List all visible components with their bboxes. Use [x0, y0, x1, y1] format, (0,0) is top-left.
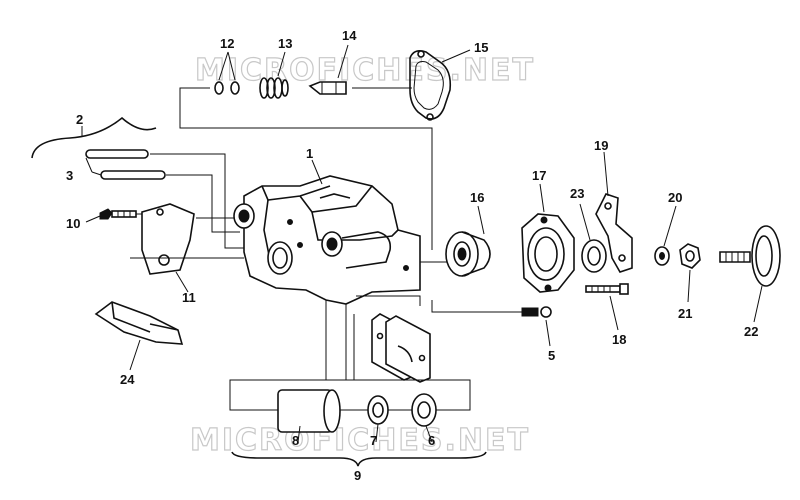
callout-10: 10 — [66, 216, 80, 231]
part-2-bracket — [31, 116, 157, 159]
part-21-nut — [679, 243, 701, 303]
part-14-plunger — [308, 44, 349, 95]
watermark-top: MICROFICHES.NET — [195, 53, 535, 88]
part-16-piston — [445, 205, 491, 277]
callout-7: 7 — [370, 433, 377, 448]
callout-19: 19 — [594, 138, 608, 153]
callout-5: 5 — [548, 348, 555, 363]
callout-21: 21 — [678, 306, 692, 321]
lower-assembly-guides — [229, 295, 471, 411]
part-6-boot — [411, 393, 437, 443]
part-11-plate — [141, 203, 236, 293]
callout-20: 20 — [668, 190, 682, 205]
callout-18: 18 — [612, 332, 626, 347]
callout-8: 8 — [292, 433, 299, 448]
part-24-clip — [94, 301, 184, 371]
callout-15: 15 — [474, 40, 488, 55]
part-3-pins — [85, 149, 244, 249]
callout-14: 14 — [342, 28, 357, 43]
callout-12: 12 — [220, 36, 234, 51]
part-13-spring — [259, 51, 289, 99]
callout-3: 3 — [66, 168, 73, 183]
part-15-gasket — [409, 49, 471, 121]
part-5-bleeder — [431, 300, 552, 347]
part-20-washer — [654, 205, 677, 266]
top-assembly-guide — [179, 87, 433, 250]
part-18-screw — [585, 283, 629, 331]
part-1-caliper-body — [233, 159, 421, 305]
callout-22: 22 — [744, 324, 758, 339]
part-10-bolt — [85, 208, 150, 223]
callout-17: 17 — [532, 168, 546, 183]
callout-16: 16 — [470, 190, 484, 205]
callout-6: 6 — [428, 433, 435, 448]
part-23-ring — [579, 203, 607, 273]
part-8-piston — [277, 389, 341, 443]
part-9-bracket — [231, 451, 487, 467]
watermark-bottom: MICROFICHES.NET — [190, 423, 530, 458]
brake-pads — [371, 313, 431, 383]
callout-labels: 1 2 3 5 6 7 8 9 10 11 12 13 14 15 16 17 … — [66, 28, 758, 483]
callout-1: 1 — [306, 146, 313, 161]
part-17-adapter — [521, 183, 575, 293]
callout-13: 13 — [278, 36, 292, 51]
part-19-bracket — [595, 151, 633, 273]
callout-9: 9 — [354, 468, 361, 483]
callout-2: 2 — [76, 112, 83, 127]
callout-11: 11 — [182, 290, 196, 305]
callout-23: 23 — [570, 186, 584, 201]
part-22-adjuster — [719, 225, 781, 323]
part-7-seal — [367, 395, 389, 443]
part-12-o-rings — [214, 51, 240, 95]
callout-24: 24 — [120, 372, 135, 387]
